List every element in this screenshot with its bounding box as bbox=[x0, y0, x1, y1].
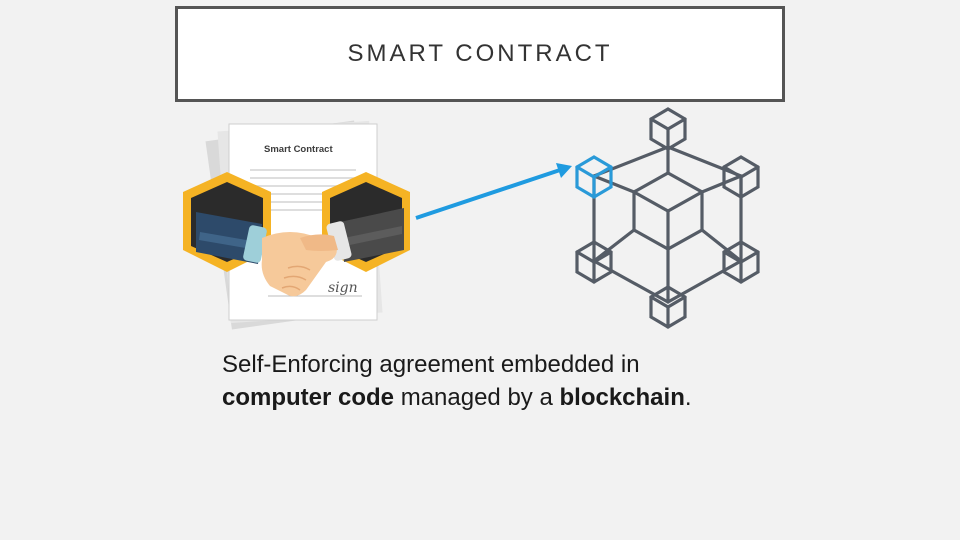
caption-text-2: managed by a bbox=[394, 384, 559, 411]
blockchain-network-icon bbox=[577, 109, 758, 327]
block-node bbox=[724, 157, 758, 197]
caption-text-1: Self-Enforcing agreement embedded in bbox=[222, 351, 640, 378]
block-node bbox=[651, 109, 685, 149]
caption-text-3: . bbox=[685, 384, 692, 411]
signature-text: sign bbox=[328, 280, 358, 296]
caption-bold-blockchain: blockchain bbox=[559, 384, 684, 411]
caption: Self-Enforcing agreement embedded in com… bbox=[222, 348, 842, 414]
arrow-icon bbox=[416, 163, 572, 218]
caption-bold-computer-code: computer code bbox=[222, 384, 394, 411]
document-heading: Smart Contract bbox=[264, 144, 333, 155]
block-node-highlighted bbox=[577, 157, 611, 197]
